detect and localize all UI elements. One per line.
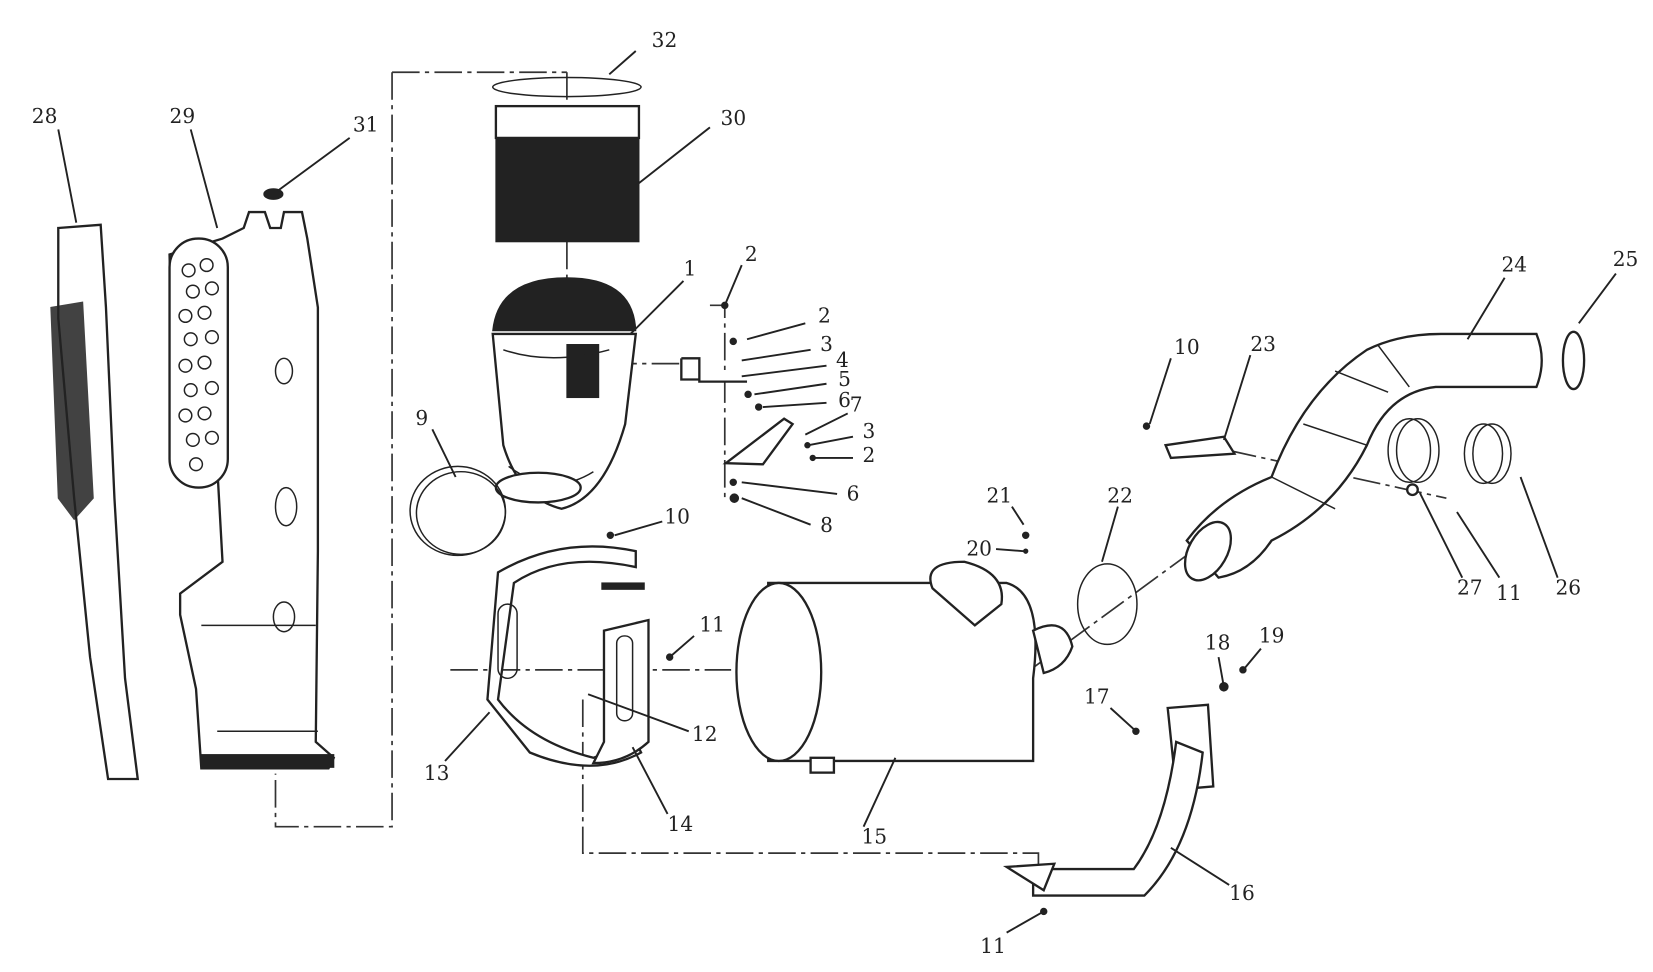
callout-18: 18 (1205, 631, 1231, 655)
part-9-clamp (409, 465, 507, 557)
callout-3: 3 (820, 332, 833, 356)
callout-25: 25 (1613, 247, 1639, 271)
callout-21: 21 (987, 483, 1013, 507)
callout-9: 9 (415, 406, 428, 430)
callout-16: 16 (1229, 881, 1255, 905)
callout-8: 8 (820, 513, 833, 537)
callout-28: 28 (32, 104, 58, 128)
callout-7: 7 (850, 392, 863, 416)
callout-15: 15 (861, 825, 887, 849)
part-1-precleaner (491, 277, 638, 510)
part-29-air-housing (168, 188, 336, 770)
callout-10b: 10 (1174, 335, 1200, 359)
callout-6b: 6 (847, 481, 860, 505)
callout-24: 24 (1501, 252, 1527, 276)
callout-14: 14 (668, 812, 694, 836)
part-25-26-27-clamps (1387, 330, 1586, 497)
part-28-side-panel (50, 223, 140, 781)
part-32-ring (491, 76, 642, 98)
callout-5: 5 (838, 367, 851, 391)
callout-11: 11 (699, 613, 725, 637)
part-31-plug (263, 188, 284, 200)
callout-labels: 32 30 28 29 31 1 2 2 3 4 5 6 7 3 2 6 8 9… (32, 28, 1639, 958)
part-16-outlet-pipe (1002, 666, 1247, 916)
callout-29: 29 (170, 104, 196, 128)
callout-26: 26 (1556, 576, 1582, 600)
part-13-14-mounting-bands (486, 531, 674, 767)
callout-30: 30 (721, 106, 747, 130)
callout-27: 27 (1457, 576, 1483, 600)
callout-4: 4 (836, 348, 849, 372)
callout-10: 10 (664, 505, 690, 529)
callout-12: 12 (692, 722, 718, 746)
part-15-air-filter (735, 531, 1074, 774)
part-24-intake-hose (1183, 332, 1543, 582)
callout-6: 6 (838, 388, 851, 412)
callout-2: 2 (745, 242, 758, 266)
callout-23: 23 (1250, 332, 1276, 356)
callout-1: 1 (683, 257, 696, 281)
callout-19: 19 (1259, 623, 1285, 647)
callout-31: 31 (353, 113, 379, 137)
callout-20: 20 (966, 536, 992, 560)
part-22-clamp (1076, 563, 1138, 646)
callout-11c: 11 (1496, 581, 1522, 605)
callout-11b: 11 (980, 934, 1006, 958)
callout-22: 22 (1107, 483, 1133, 507)
callout-2c: 2 (863, 443, 876, 467)
part-23-bracket (1142, 422, 1237, 460)
callout-32: 32 (652, 28, 678, 52)
callout-17: 17 (1084, 685, 1110, 709)
callout-13: 13 (424, 761, 450, 785)
leader-lines (57, 50, 1617, 934)
callout-2b: 2 (818, 303, 831, 327)
callout-3b: 3 (863, 419, 876, 443)
bracket-parts (680, 301, 816, 503)
part-30-bellows (494, 104, 641, 243)
